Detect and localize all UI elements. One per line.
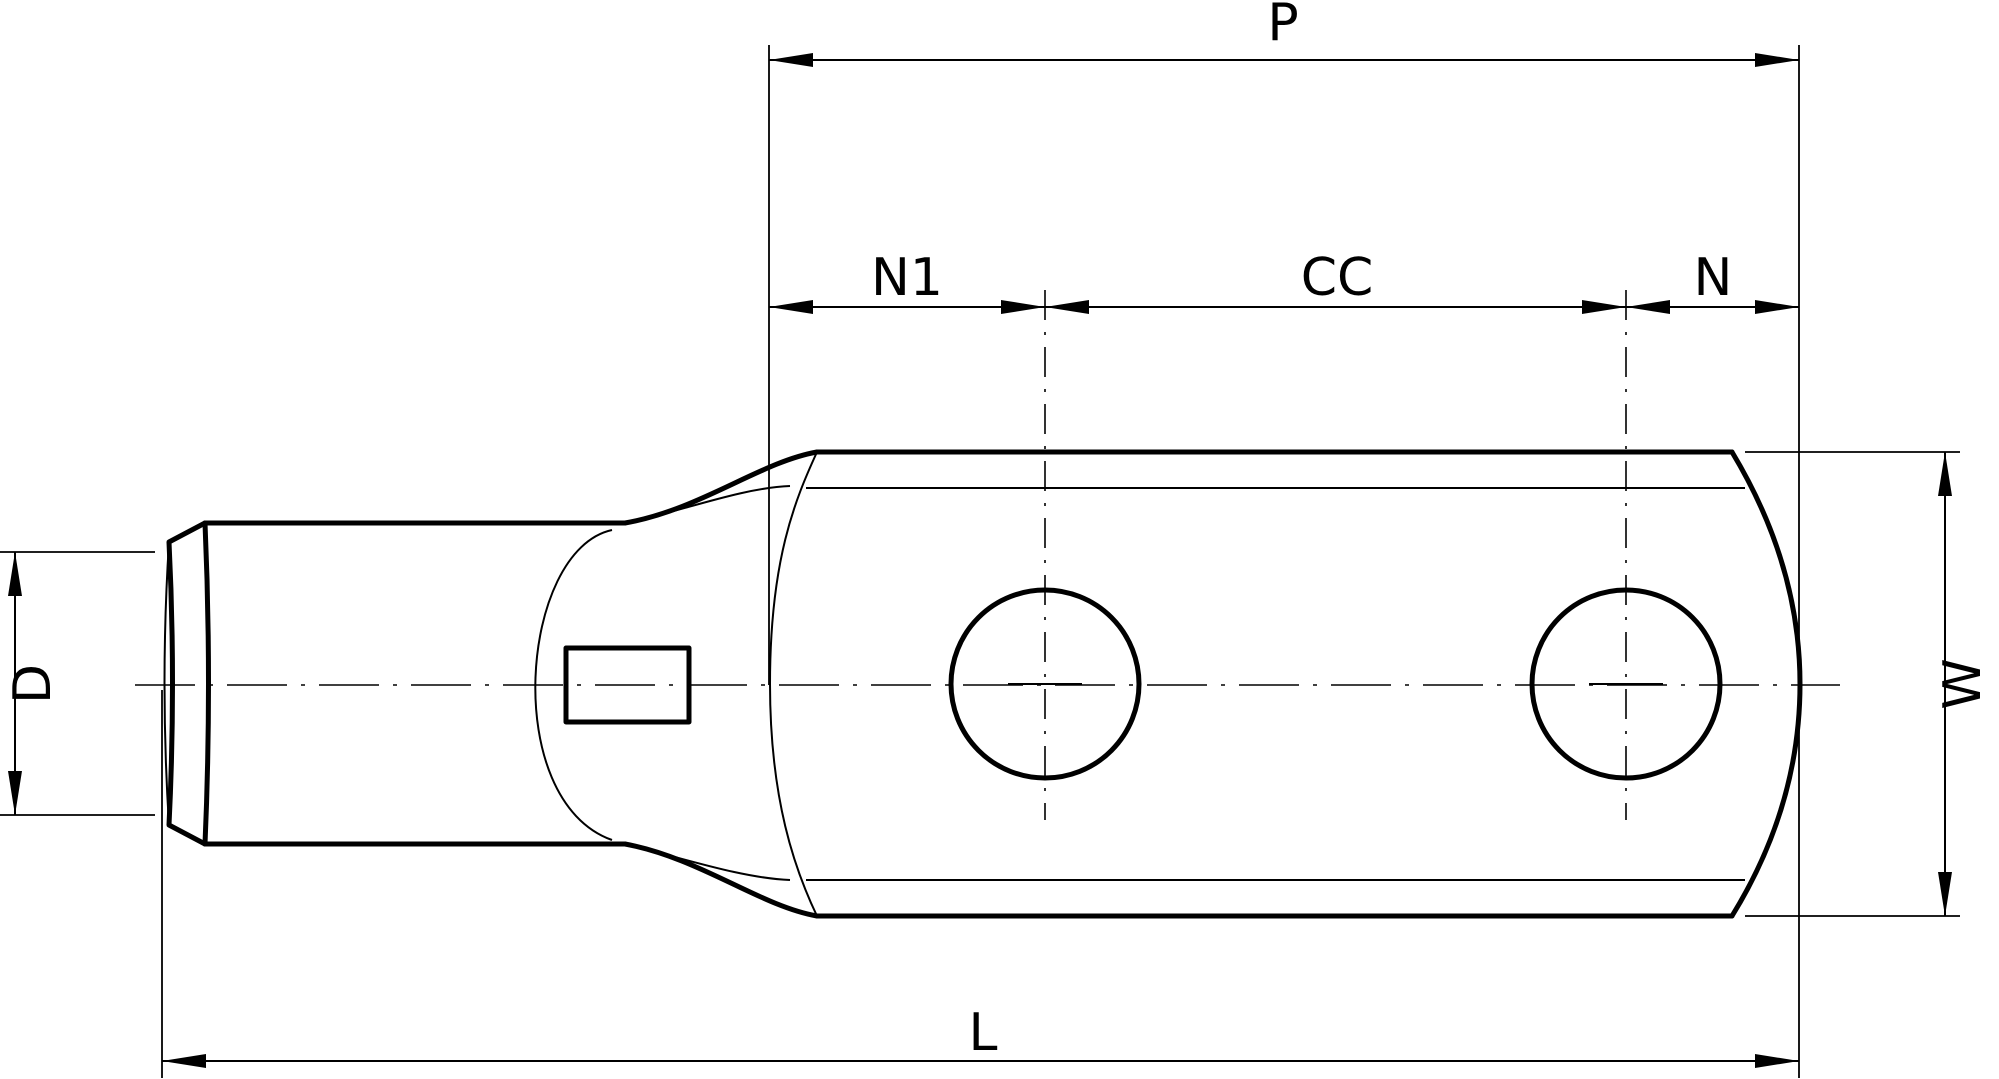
transition-bottom-inner	[624, 843, 791, 881]
label-d: D	[3, 664, 63, 704]
label-n1: N1	[871, 248, 943, 308]
arrow-n-left	[1626, 300, 1670, 314]
extension-lines	[0, 45, 1960, 1078]
center-lines	[135, 290, 1840, 820]
arrow-n1-left	[769, 300, 813, 314]
lug-body	[163, 449, 1803, 919]
transition-top-inner	[624, 485, 791, 524]
crimp-arc	[534, 529, 613, 841]
arrow-l-left	[162, 1054, 206, 1068]
barrel-end-inner	[202, 520, 211, 847]
arrow-cc-left	[1045, 300, 1089, 314]
dimensions	[8, 53, 1952, 1068]
arrow-w-bottom	[1938, 872, 1952, 916]
arrow-d-top	[8, 552, 22, 596]
arrow-d-bottom	[8, 771, 22, 815]
arrow-w-top	[1938, 452, 1952, 496]
barrel-end	[166, 520, 208, 847]
barrel-end-rim	[163, 541, 170, 826]
arrow-n-right	[1755, 300, 1799, 314]
palm-right-end	[1729, 449, 1803, 919]
label-l: L	[969, 1003, 998, 1063]
arrow-n1-right	[1001, 300, 1045, 314]
arrow-cc-right	[1582, 300, 1626, 314]
transition-top	[622, 449, 820, 526]
arrow-p-right	[1755, 53, 1799, 67]
label-n: N	[1694, 248, 1733, 308]
label-cc: CC	[1301, 248, 1374, 308]
palm-left-arc	[768, 451, 818, 917]
label-w: W	[1933, 658, 1993, 709]
arrow-p-left	[769, 53, 813, 67]
arrow-l-right	[1755, 1054, 1799, 1068]
dimension-labels: P N1 CC N L D W	[3, 0, 1993, 1063]
label-p: P	[1267, 0, 1298, 53]
